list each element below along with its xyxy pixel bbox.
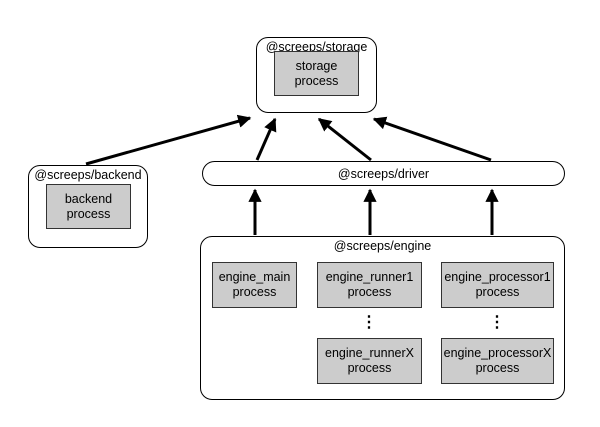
arrow-driver-to-storage-right: [372, 116, 492, 162]
runner-ellipsis-icon: ⋮: [361, 314, 377, 331]
processor-ellipsis-icon: ⋮: [489, 314, 505, 331]
arrow-backend-to-storage: [85, 114, 252, 166]
engine-runnerX-process-box: engine_runnerX process: [317, 338, 422, 384]
node-engine: @screeps/engine engine_main process engi…: [200, 236, 565, 400]
node-storage: @screeps/storage storage process: [256, 37, 377, 113]
node-storage-title: @screeps/storage: [265, 40, 368, 54]
node-driver-title: @screeps/driver: [337, 166, 430, 181]
node-backend-title: @screeps/backend: [34, 168, 142, 182]
arrow-driver-to-storage-left: [255, 117, 277, 161]
node-backend: @screeps/backend backend process: [28, 165, 148, 248]
engine-processorX-process-box: engine_processorX process: [441, 338, 554, 384]
engine-runner1-process-box: engine_runner1 process: [317, 262, 422, 308]
engine-processor1-process-box: engine_processor1 process: [441, 262, 554, 308]
node-driver: @screeps/driver: [202, 161, 565, 186]
engine-main-process-box: engine_main process: [212, 262, 297, 308]
node-engine-title: @screeps/engine: [333, 239, 432, 253]
backend-process-box: backend process: [46, 184, 131, 229]
storage-process-box: storage process: [274, 51, 359, 96]
arrow-driver-to-storage-middle: [317, 117, 372, 162]
